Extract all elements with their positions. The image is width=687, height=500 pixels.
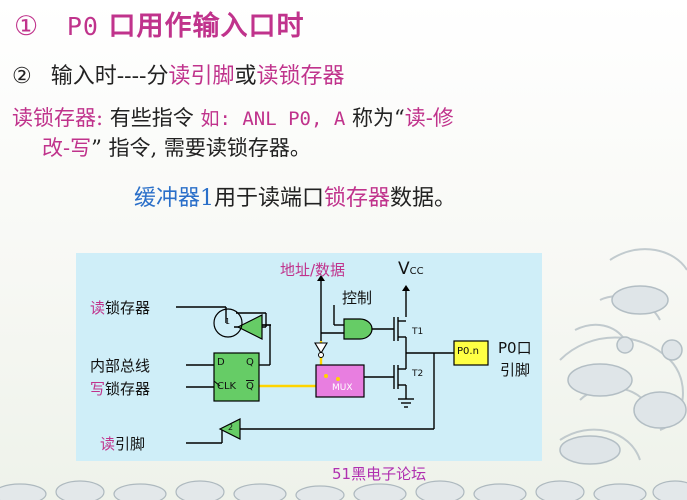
latch-flipflop (213, 352, 260, 402)
mux-label: MUX (332, 383, 353, 393)
title-text: 口用作输入口时 (108, 11, 305, 42)
mux-block (315, 364, 365, 398)
buffer-d: 数据。 (390, 186, 457, 211)
buffer-line: 缓冲器1用于读端口锁存器数据。 (134, 180, 456, 212)
circuit-wires (176, 275, 489, 444)
read-pin-a: 读 (100, 435, 116, 453)
line2-text-b: 读引脚 (168, 64, 235, 89)
title-p0: P0 (66, 12, 99, 41)
para-t6: 改-写 (42, 136, 92, 160)
internal-bus-label: 内部总线 (90, 357, 151, 375)
para-t4: 称为“ (345, 106, 405, 130)
para-t3: 如: ANL P0, A (200, 108, 346, 130)
read-latch-b: 锁存器 (105, 299, 151, 317)
buffer-a: 缓冲器1 (134, 186, 214, 211)
p0-port-label: P0口 (498, 339, 532, 357)
buffer-1-icon (213, 308, 263, 340)
t2-label: T2 (412, 369, 424, 379)
para-t7: ” 指令, 需要读锁存器。 (91, 136, 311, 160)
input-mode-line: ② 输入时----分读引脚或读锁存器 (12, 58, 345, 90)
read-latch-label: 读锁存器 (90, 297, 150, 318)
ff-d-label: D (217, 357, 225, 368)
write-latch-b: 锁存器 (105, 380, 151, 398)
and-gate-icon (343, 318, 373, 340)
write-latch-label: 写锁存器 (90, 378, 150, 399)
buf1-num: 1 (225, 317, 231, 326)
watermark: 51黑电子论坛 (332, 465, 427, 483)
para-t2: 有些指令 (103, 106, 201, 130)
vcc-label: VCC (398, 259, 424, 279)
para-t5: 读-修 (404, 106, 454, 130)
ff-q-label: Q (246, 357, 254, 368)
title-number: ① (14, 11, 40, 42)
read-pin-b: 引脚 (115, 435, 146, 453)
p0n-label: P0.n (457, 346, 479, 357)
p0-pin-label: 引脚 (500, 361, 531, 379)
para-t1: 读锁存器: (12, 106, 104, 130)
addr-data-label: 地址/数据 (280, 261, 346, 279)
line2-text-a: 输入时----分 (50, 64, 169, 89)
line2-text-c: 或 (234, 64, 257, 89)
slide-title: ① P0 口用作输入口时 (14, 4, 305, 43)
line2-text-d: 读锁存器 (256, 64, 345, 89)
buffer-b: 用于读端口 (214, 186, 325, 211)
inverter-icon (314, 342, 328, 355)
buffer-c: 锁存器 (324, 186, 391, 211)
buffer-2-icon (218, 418, 241, 440)
control-label: 控制 (342, 289, 373, 307)
read-pin-label: 读引脚 (100, 433, 145, 454)
vcc-v: V (398, 259, 410, 279)
ff-clk-label: CLK (217, 381, 237, 392)
p0n-pin-box (453, 340, 489, 366)
read-latch-paragraph: 读锁存器: 有些指令 如: ANL P0, A 称为“读-修 改-写” 指令, … (12, 104, 676, 163)
ff-qbar-label: Q (246, 381, 254, 392)
t1-label: T1 (412, 327, 424, 337)
write-latch-a: 写 (90, 380, 106, 398)
buf2-num: 2 (228, 423, 234, 432)
read-latch-a: 读 (90, 299, 106, 317)
vcc-sub: CC (409, 266, 424, 277)
line2-number: ② (12, 64, 32, 89)
p0-circuit-diagram: 地址/数据 VCC 控制 读锁存器 内部总线 写锁存器 读引脚 P0口 引脚 P… (76, 253, 542, 461)
